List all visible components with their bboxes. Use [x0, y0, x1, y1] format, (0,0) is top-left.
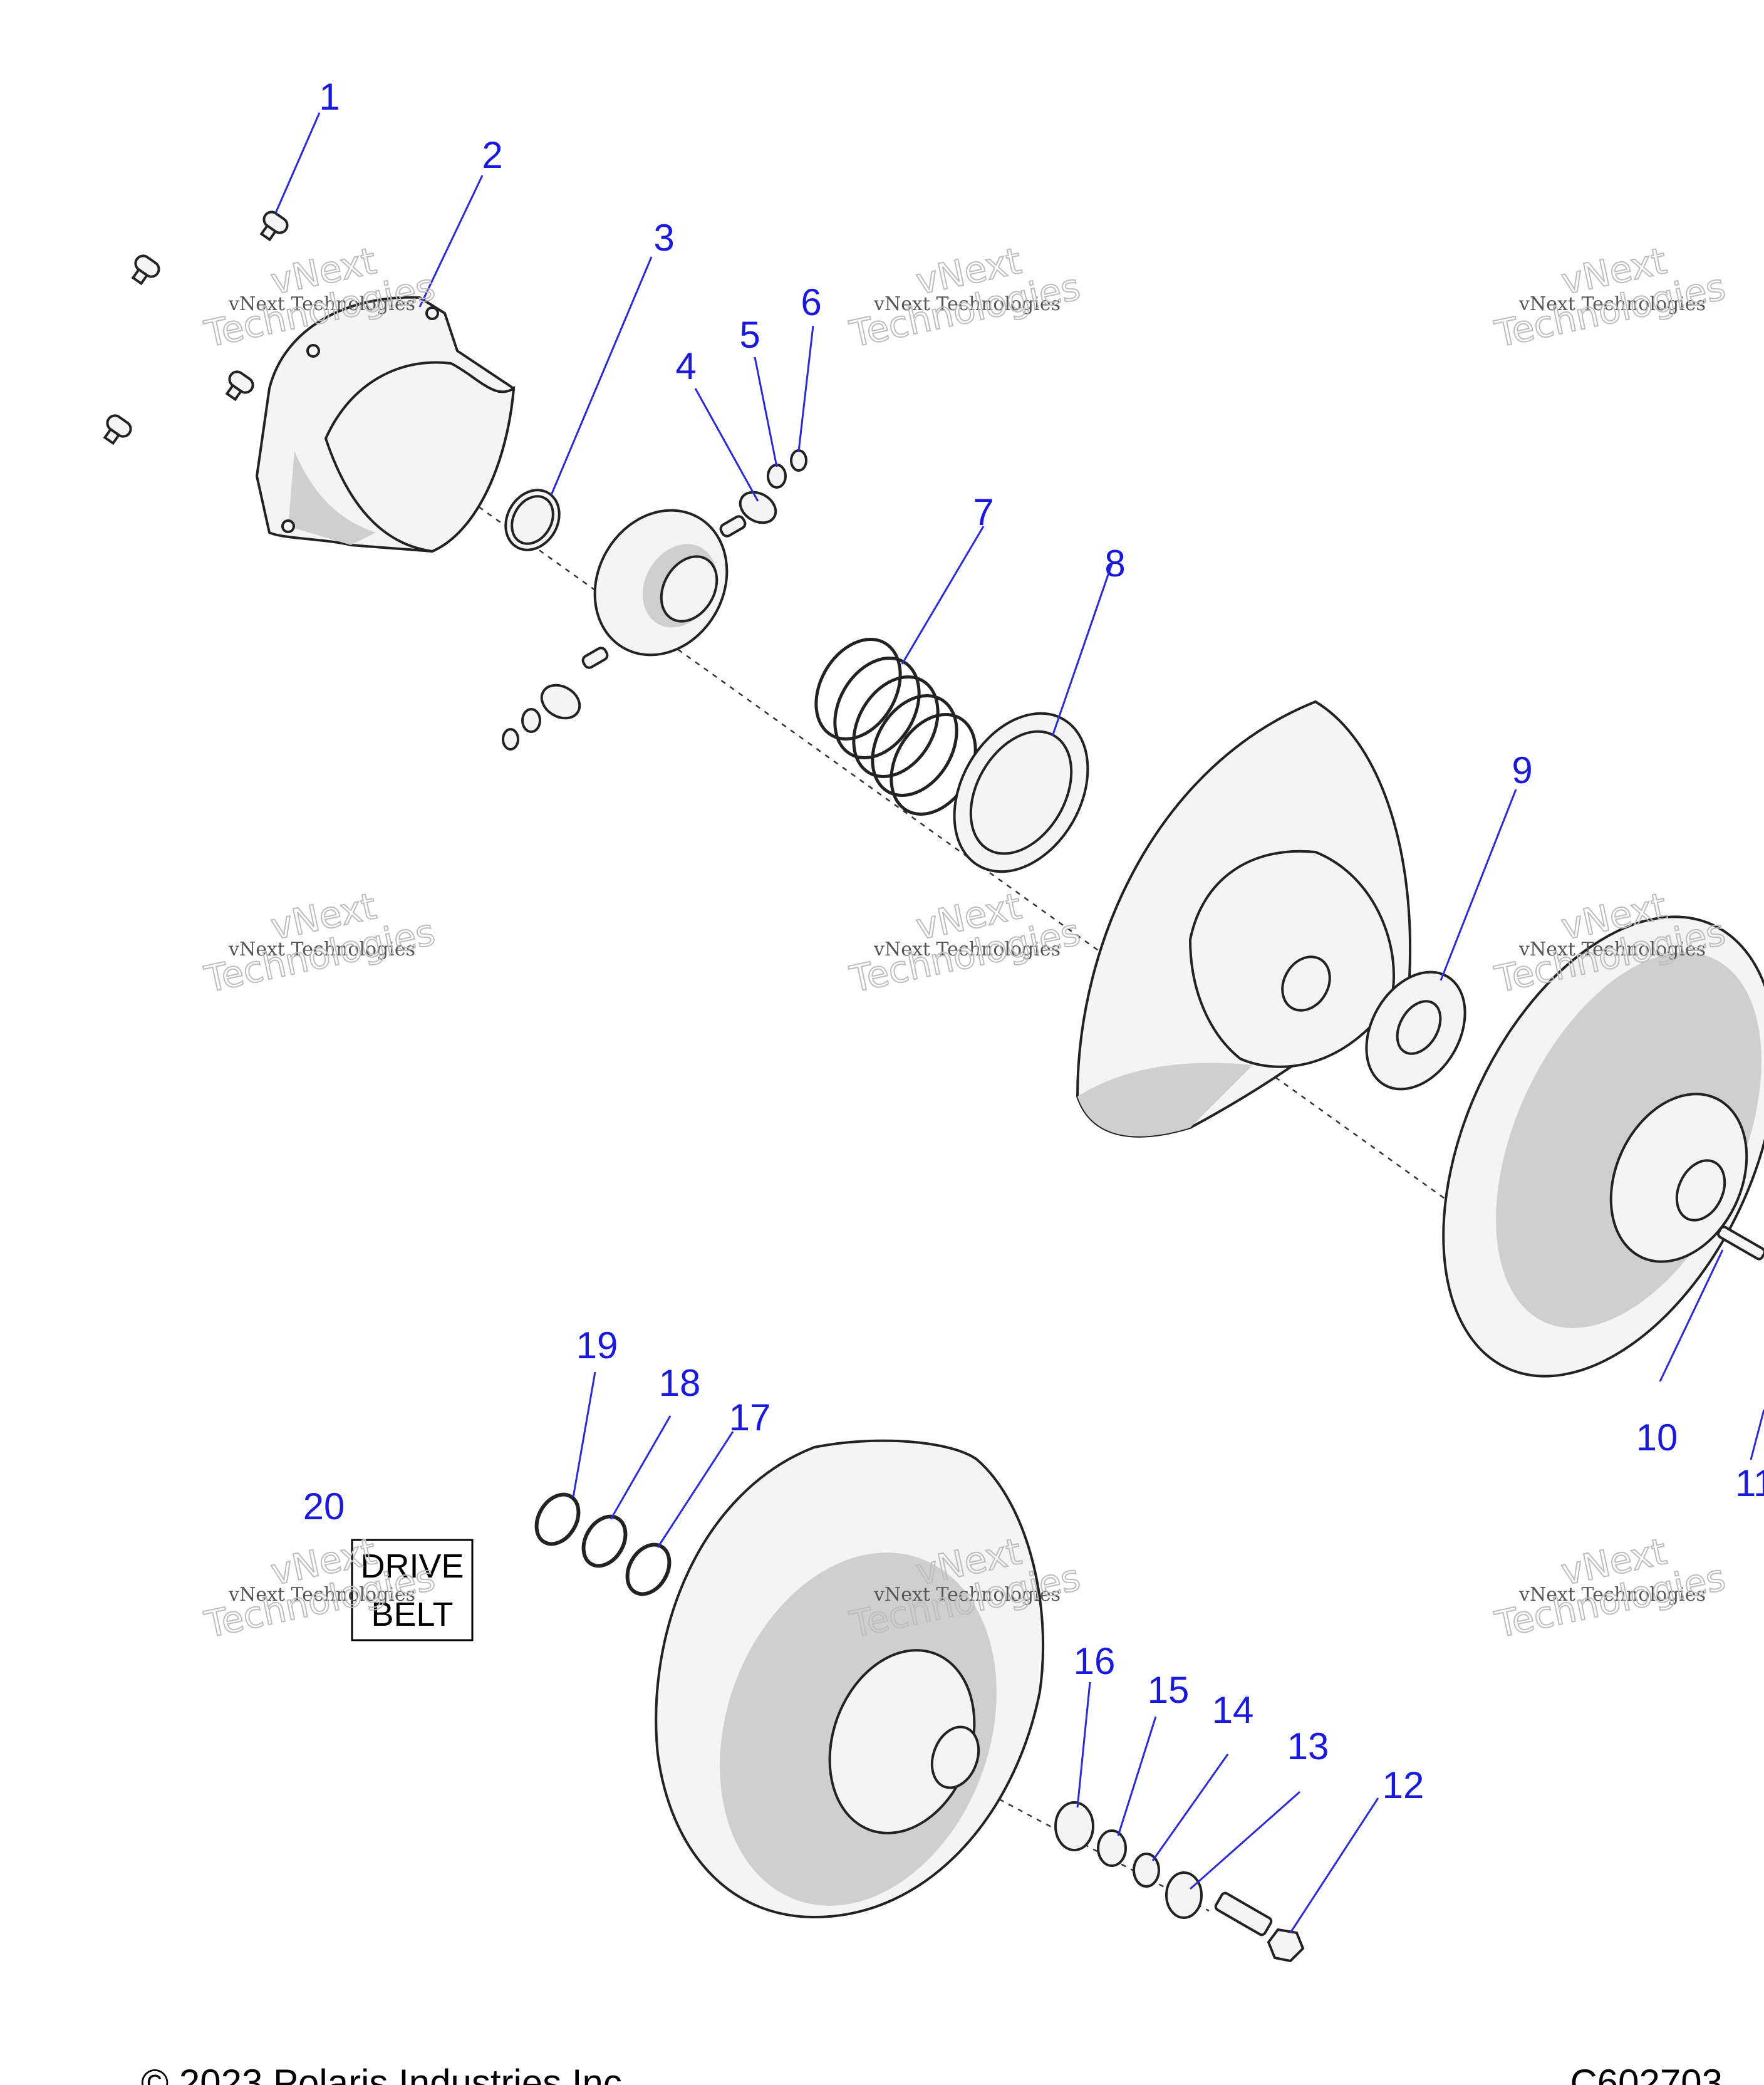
part-cover	[255, 296, 516, 553]
callout-15: 15	[1148, 1669, 1190, 1711]
part-washer-large	[1365, 970, 1466, 1091]
assembly-axis-upper	[400, 450, 1460, 1210]
callout-2: 2	[482, 134, 502, 176]
callout-17: 17	[729, 1396, 771, 1438]
watermark: vNext Technologies vNext Technologies	[1491, 1529, 1730, 1647]
part-bolt-stack	[1054, 1801, 1305, 1963]
drive-belt-box: DRIVE BELT	[351, 1539, 474, 1641]
callout-4: 4	[675, 345, 696, 387]
part-spider-hub	[581, 509, 747, 669]
callout-19: 19	[576, 1324, 618, 1366]
callout-12: 12	[1383, 1764, 1424, 1806]
callout-16: 16	[1074, 1640, 1116, 1682]
svg-text:vNext Technologies: vNext Technologies	[873, 1584, 1061, 1606]
callout-10: 10	[1636, 1417, 1678, 1458]
callout-7: 7	[973, 491, 994, 533]
svg-text:vNext Technologies: vNext Technologies	[1518, 1584, 1706, 1606]
svg-text:vNext Technologies: vNext Technologies	[228, 939, 415, 960]
part-lower-sheave	[655, 1439, 1045, 1919]
footer-copyright: © 2023 Polaris Industries Inc.	[141, 2062, 633, 2085]
watermark: vNext Technologies vNext Technologies	[200, 884, 440, 1002]
callout-20: 20	[303, 1485, 345, 1527]
leader-lines	[274, 112, 1764, 1933]
part-screws	[103, 211, 289, 445]
callout-1: 1	[319, 76, 340, 118]
drive-belt-line1: DRIVE	[360, 1547, 464, 1585]
part-stationary-sheave	[1442, 915, 1764, 1378]
part-moveable-sheave	[1076, 700, 1412, 1138]
svg-text:vNext Technologies: vNext Technologies	[228, 1584, 415, 1606]
callout-6: 6	[801, 281, 821, 323]
callouts: 1 2 3 4 5 6 7 8 9 10 11 12 13 14 15 16 1…	[303, 76, 1764, 1806]
callout-3: 3	[653, 217, 674, 259]
part-rollers-washers	[502, 449, 807, 751]
svg-text:vNext Technologies: vNext Technologies	[1518, 939, 1706, 960]
callout-13: 13	[1287, 1725, 1329, 1767]
part-snap-ring	[504, 489, 561, 551]
watermark: vNext Technologies vNext Technologies	[846, 239, 1085, 356]
callout-11: 11	[1735, 1462, 1764, 1504]
callout-8: 8	[1104, 543, 1125, 585]
drive-belt-line2: BELT	[371, 1596, 453, 1633]
svg-text:vNext Technologies: vNext Technologies	[873, 293, 1061, 315]
part-o-rings	[534, 1492, 672, 1596]
svg-text:vNext Technologies: vNext Technologies	[873, 939, 1061, 960]
watermark: vNext Technologies vNext Technologies	[846, 884, 1085, 1002]
svg-text:vNext Technologies: vNext Technologies	[1518, 293, 1706, 315]
callout-18: 18	[659, 1362, 701, 1404]
callout-14: 14	[1212, 1689, 1254, 1731]
watermark: vNext Technologies vNext Technologies	[1491, 239, 1730, 356]
callout-9: 9	[1512, 749, 1532, 791]
callout-5: 5	[739, 314, 760, 356]
svg-text:vNext Technologies: vNext Technologies	[228, 293, 415, 315]
footer-code: C602703	[1570, 2062, 1723, 2085]
part-ring	[953, 712, 1089, 873]
